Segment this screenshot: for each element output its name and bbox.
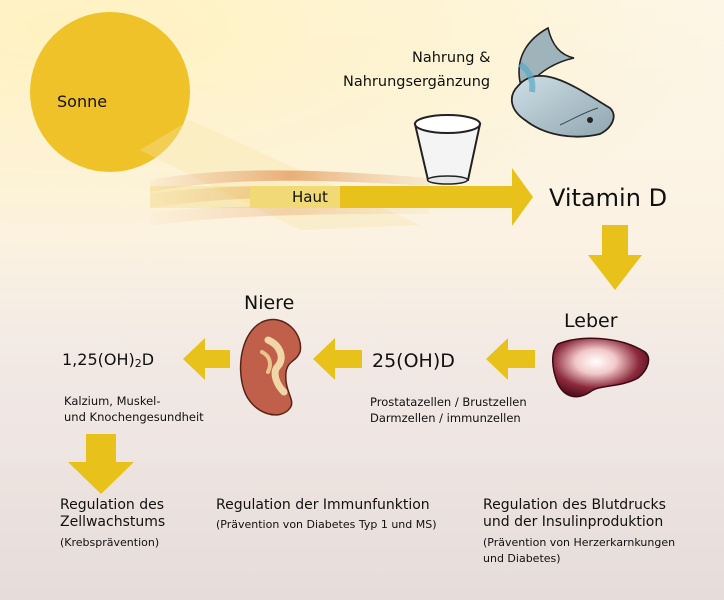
125ohd-to-regulation-arrow xyxy=(68,434,134,494)
liver-icon xyxy=(552,337,650,398)
liver-label: Leber xyxy=(564,310,618,332)
effect-blood-pressure-title-2: und der Insulinproduktion xyxy=(483,514,664,530)
125ohd-effect-line2: und Knochengesundheit xyxy=(64,410,204,424)
kidney-icon xyxy=(239,319,302,416)
25ohd-cells-line2: Darmzellen / immunzellen xyxy=(370,411,521,425)
effect-cell-growth-title-1: Regulation des xyxy=(60,497,165,513)
vitamin-d-label: Vitamin D xyxy=(549,184,668,212)
125ohd-effect-line1: Kalzium, Muskel- xyxy=(64,394,161,408)
kidney-to-125ohd-arrow xyxy=(183,338,230,380)
25ohd-to-kidney-arrow xyxy=(313,338,362,380)
milk-glass-icon xyxy=(413,114,482,185)
effect-blood-pressure-note-1: (Prävention von Herzerkarnkungen xyxy=(483,536,676,549)
vitamin-d-to-liver-arrow xyxy=(588,225,642,290)
125ohd-label: 1,25(OH)2D xyxy=(62,350,154,370)
effect-immune-title: Regulation der Immunfunktion xyxy=(216,497,430,513)
skin-to-vitamin-d-arrow xyxy=(150,168,533,226)
125ohd-label-prefix: 1,25(OH) xyxy=(62,350,135,369)
effect-cell-growth-title-2: Zellwachstums xyxy=(60,514,166,530)
skin-label: Haut xyxy=(292,188,328,206)
effect-immune-note: (Prävention von Diabetes Typ 1 und MS) xyxy=(216,518,437,531)
food-label-line1: Nahrung & xyxy=(412,50,491,66)
fish-icon xyxy=(510,26,615,138)
sun-label: Sonne xyxy=(57,92,108,111)
sun-icon xyxy=(30,12,190,172)
effects-band xyxy=(0,462,724,600)
25ohd-label: 25(OH)D xyxy=(372,350,455,372)
effect-blood-pressure-title-1: Regulation des Blutdrucks xyxy=(483,497,666,513)
125ohd-label-suffix: D xyxy=(141,350,155,369)
125ohd-label-sub: 2 xyxy=(134,357,142,370)
kidney-label: Niere xyxy=(244,292,295,314)
food-label-line2: Nahrungsergänzung xyxy=(343,74,491,90)
effect-blood-pressure-note-2: und Diabetes) xyxy=(483,552,561,565)
liver-to-25ohd-arrow xyxy=(486,338,535,380)
effect-cell-growth-note: (Krebsprävention) xyxy=(60,536,160,549)
25ohd-cells-line1: Prostatazellen / Brustzellen xyxy=(370,395,527,409)
